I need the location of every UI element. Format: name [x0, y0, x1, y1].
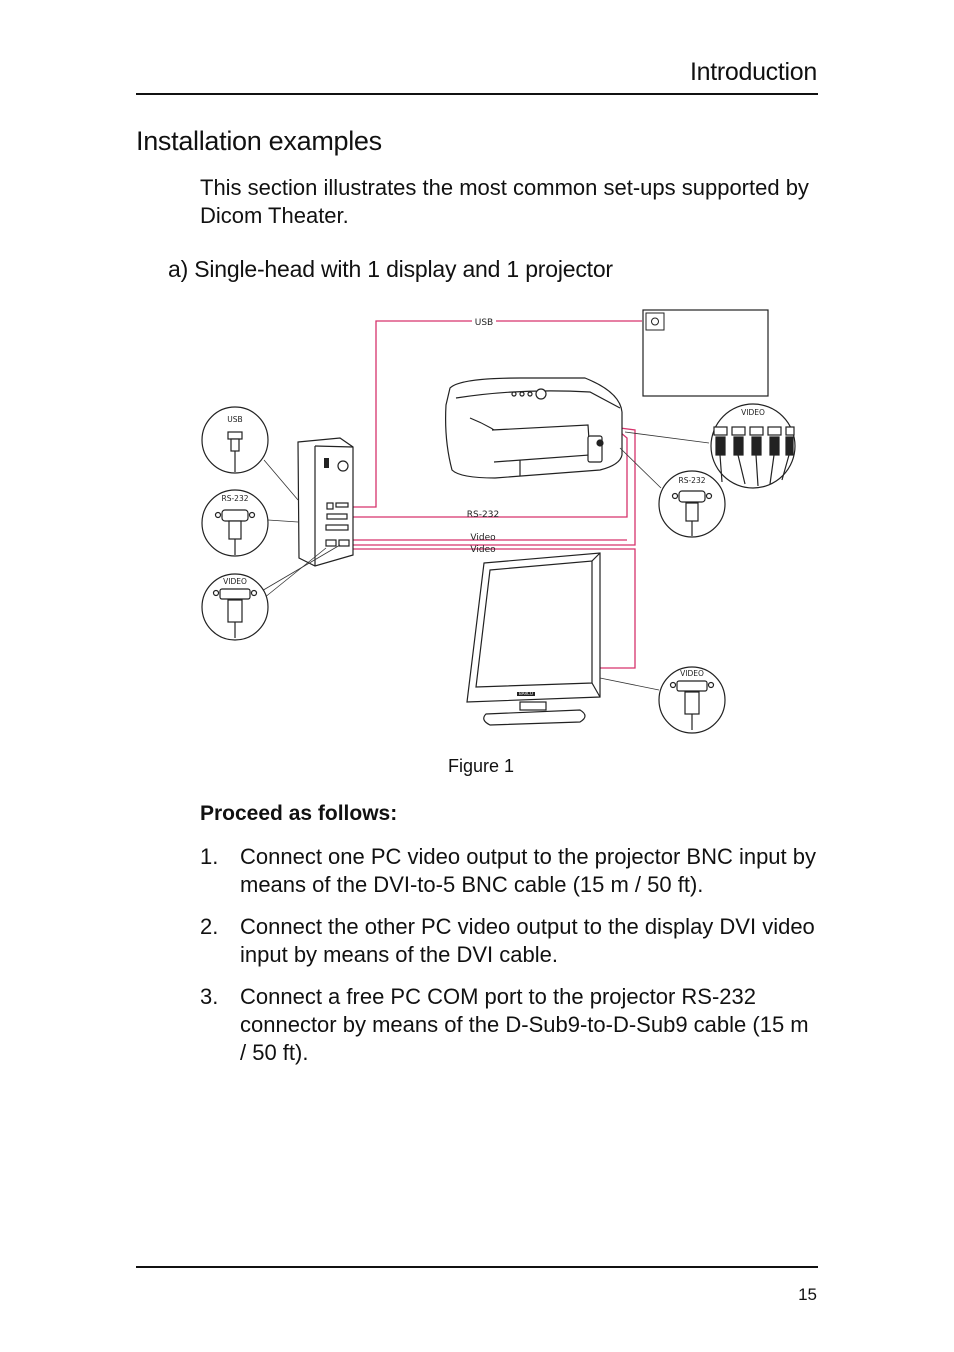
step-text: Connect the other PC video output to the… — [240, 914, 815, 967]
cables — [353, 320, 642, 669]
callout-usb — [201, 406, 269, 474]
video-display-callout-label: VIDEO — [680, 669, 704, 678]
video-cable-label-2: Video — [470, 545, 496, 555]
display-brand-logo: BARCO — [519, 691, 533, 696]
step-3: 3. Connect a free PC COM port to the pro… — [200, 983, 820, 1073]
example-subtitle: a) Single-head with 1 display and 1 proj… — [168, 256, 613, 282]
footer-rule — [136, 1266, 818, 1268]
intro-paragraph: This section illustrates the most common… — [200, 175, 809, 228]
callout-rs232-pc — [201, 489, 269, 557]
step-number: 1. — [200, 844, 219, 869]
pc-tower — [297, 437, 354, 567]
step-2: 2. Connect the other PC video output to … — [200, 913, 820, 973]
installation-diagram: USB RS-232 Video Video USB RS-232 VIDEO … — [201, 309, 796, 734]
step-1: 1. Connect one PC video output to the pr… — [200, 843, 820, 903]
usb-cable-label: USB — [475, 318, 493, 328]
rs232-cable-label: RS-232 — [467, 510, 499, 520]
section-title: Installation examples — [136, 126, 382, 156]
instructions-heading: Proceed as follows: — [200, 802, 398, 825]
figure-caption: Figure 1 — [448, 756, 515, 776]
usb-device — [642, 309, 769, 397]
video-projector-callout-label: VIDEO — [741, 408, 765, 417]
step-number: 3. — [200, 984, 219, 1009]
video-pc-callout-label: VIDEO — [223, 577, 247, 586]
callout-video-display — [658, 666, 726, 734]
running-header: Introduction — [689, 58, 817, 86]
header-rule — [136, 93, 818, 95]
projector — [445, 377, 623, 479]
usb-callout-label: USB — [227, 415, 242, 424]
display-monitor — [466, 552, 601, 726]
rs232-pc-callout-label: RS-232 — [222, 494, 249, 503]
step-text: Connect one PC video output to the proje… — [240, 844, 817, 897]
page-number: 15 — [798, 1285, 817, 1304]
leader-lines — [259, 431, 710, 691]
video-cable-label-1: Video — [470, 533, 496, 543]
callout-video-pc — [201, 573, 269, 641]
callout-rs232-projector — [658, 470, 726, 538]
rs232-projector-callout-label: RS-232 — [679, 476, 706, 485]
callout-video-projector — [710, 403, 796, 489]
step-number: 2. — [200, 914, 219, 939]
step-text: Connect a free PC COM port to the projec… — [240, 984, 809, 1065]
